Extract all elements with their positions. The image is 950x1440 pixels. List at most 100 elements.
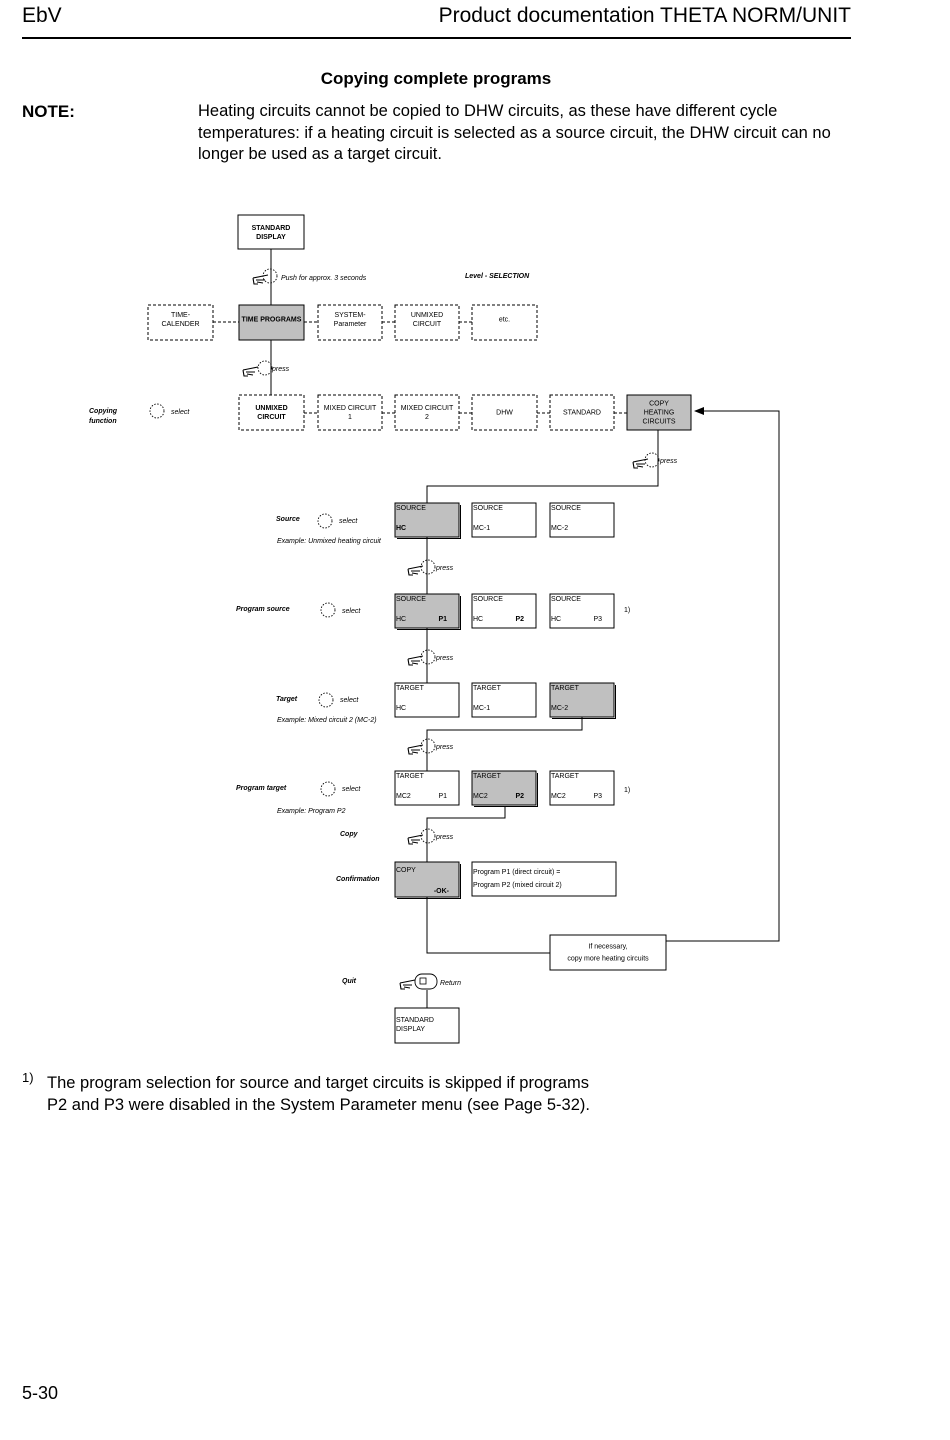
select-label-2: select bbox=[342, 608, 361, 615]
menu-row2-box-4 bbox=[549, 394, 615, 431]
menu-row2-label-3: DHW bbox=[496, 410, 513, 417]
menu-row2-box-3 bbox=[471, 394, 538, 431]
select-label-1: select bbox=[339, 518, 358, 525]
target-box-0 bbox=[394, 682, 460, 718]
menu-row2-label-2: 2 bbox=[425, 414, 429, 421]
quit-label: Quit bbox=[342, 978, 357, 985]
press-label-1: press bbox=[271, 366, 290, 373]
press-hand-icon-1 bbox=[242, 366, 259, 377]
menu-row1-box-2 bbox=[317, 304, 383, 341]
pointing-hand-shape bbox=[407, 744, 424, 755]
program-source-circuit-0: HC bbox=[396, 616, 406, 623]
line-loop-arrow bbox=[666, 407, 780, 942]
source-box-0-shadow bbox=[397, 505, 461, 539]
pointing-hand-shape bbox=[407, 565, 424, 576]
program-target-circuit-0: MC2 bbox=[396, 793, 411, 800]
push-hint: Push for approx. 3 seconds bbox=[281, 275, 367, 282]
header-rule bbox=[22, 37, 851, 39]
copy-ok-box-shadow bbox=[397, 864, 461, 899]
press-dial-icon-5 bbox=[420, 738, 436, 754]
copying-function-label: function bbox=[89, 418, 117, 425]
confirmation-text-line: Program P1 (direct circuit) = bbox=[473, 869, 560, 876]
copy-more-label: copy more heating circuits bbox=[567, 956, 649, 963]
program-target-box-2 bbox=[549, 770, 615, 806]
press-dial-icon-6 bbox=[420, 828, 436, 844]
program-target-box-0 bbox=[394, 770, 460, 806]
line-program-target-to-copy bbox=[426, 806, 506, 862]
select-dial-icon-0 bbox=[149, 403, 165, 419]
standard-display-top-label: DISPLAY bbox=[256, 234, 286, 241]
confirmation-text-box bbox=[471, 861, 617, 897]
source-box-0 bbox=[394, 502, 460, 538]
copy-ok-top: COPY bbox=[396, 867, 416, 874]
select-label-0: select bbox=[171, 409, 190, 416]
select-dial-icon-1 bbox=[317, 513, 333, 529]
menu-row1-box-1 bbox=[238, 304, 305, 341]
program-source-box-1 bbox=[471, 593, 537, 629]
select-dial-icon-2 bbox=[320, 602, 336, 618]
target-bottom-1: MC-1 bbox=[473, 705, 490, 712]
copy-more-box bbox=[549, 934, 667, 971]
target-top-1: TARGET bbox=[473, 685, 502, 692]
source-example: Example: Unmixed heating circuit bbox=[277, 538, 382, 545]
standard-display-bottom-label: STANDARD bbox=[396, 1017, 434, 1024]
menu-row2-label-5: HEATING bbox=[644, 410, 675, 417]
press-hand-icon-5 bbox=[407, 744, 424, 755]
menu-row2-box-5 bbox=[626, 394, 692, 431]
menu-row1-label-2: Parameter bbox=[334, 321, 367, 328]
program-target-top-0: TARGET bbox=[396, 773, 425, 780]
menu-row2-box-2 bbox=[394, 394, 460, 431]
menu-row1-box-3 bbox=[394, 304, 460, 341]
menu-row1-label-0: CALENDER bbox=[161, 321, 199, 328]
menu-row1-box-0 bbox=[147, 304, 214, 341]
source-top-2: SOURCE bbox=[551, 505, 581, 512]
page-number: 5-30 bbox=[22, 1383, 59, 1403]
press-dial-icon-1 bbox=[257, 360, 273, 376]
menu-row2-label-0: UNMIXED bbox=[255, 405, 287, 412]
source-bottom-0: HC bbox=[396, 525, 406, 532]
line-copy-to-source bbox=[426, 430, 659, 503]
confirmation-text-line: Program P2 (mixed circuit 2) bbox=[473, 882, 562, 889]
menu-row1-box-4 bbox=[471, 304, 538, 341]
target-box-1 bbox=[471, 682, 537, 718]
target-top-2: TARGET bbox=[551, 685, 580, 692]
menu-row2-box-0 bbox=[238, 394, 305, 431]
menu-row1-label-0: TIME- bbox=[171, 312, 191, 319]
program-target-circuit-1: MC2 bbox=[473, 793, 488, 800]
program-source-box-0 bbox=[394, 593, 460, 629]
program-source-circuit-1: HC bbox=[473, 616, 483, 623]
program-target-circuit-2: MC2 bbox=[551, 793, 566, 800]
press-label-5: press bbox=[435, 744, 454, 751]
menu-row1-label-4: etc. bbox=[499, 317, 510, 324]
program-source-program-2: P3 bbox=[593, 616, 602, 623]
footnote-mark: 1) bbox=[22, 1070, 34, 1085]
press-label-6: press bbox=[435, 834, 454, 841]
program-target-program-2: P3 bbox=[593, 793, 602, 800]
line-target-to-program-target bbox=[426, 717, 583, 771]
footnote-text: The program selection for source and tar… bbox=[47, 1074, 590, 1114]
target-box-2-shadow bbox=[552, 685, 616, 719]
source-box-1 bbox=[471, 502, 537, 538]
return-key-glyph bbox=[419, 977, 427, 985]
source-bottom-2: MC-2 bbox=[551, 525, 568, 532]
return-label: Return bbox=[440, 980, 461, 987]
line-copy-to-more bbox=[426, 897, 550, 954]
header-title: Product documentation THETA NORM/UNIT bbox=[438, 4, 851, 27]
menu-row2-label-5: COPY bbox=[649, 401, 669, 408]
menu-row2-box-1 bbox=[317, 394, 383, 431]
select-dial-icon-3 bbox=[318, 692, 334, 708]
target-top-0: TARGET bbox=[396, 685, 425, 692]
program-source-program-1: P2 bbox=[515, 616, 524, 623]
copy-more-label: If necessary, bbox=[588, 944, 627, 951]
level-label: Level - SELECTION bbox=[465, 273, 530, 280]
menu-row2-label-4: STANDARD bbox=[563, 410, 601, 417]
program-source-program-0: P1 bbox=[438, 616, 447, 623]
pointing-hand-shape bbox=[407, 655, 424, 666]
press-hand-icon-2 bbox=[632, 458, 649, 469]
target-example: Example: Mixed circuit 2 (MC-2) bbox=[277, 717, 377, 724]
source-bottom-1: MC-1 bbox=[473, 525, 490, 532]
select-label-4: select bbox=[342, 786, 361, 793]
select-dial-icon-4 bbox=[320, 781, 336, 797]
press-label-3: press bbox=[435, 565, 454, 572]
